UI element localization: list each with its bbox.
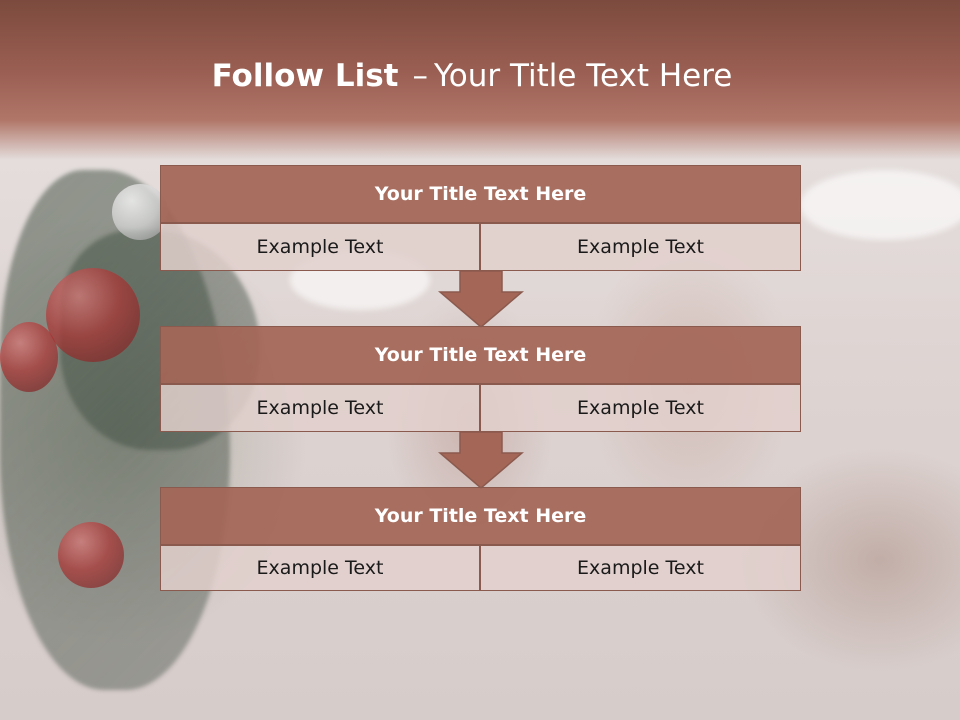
step-heading: Your Title Text Here xyxy=(160,487,801,545)
step-heading: Your Title Text Here xyxy=(160,165,801,223)
step-block: Your Title Text Here Example Text Exampl… xyxy=(160,165,801,271)
step-cell-left: Example Text xyxy=(160,223,480,271)
step-cell-right: Example Text xyxy=(480,545,801,591)
step-cell-left: Example Text xyxy=(160,384,480,432)
slide-title: Follow List–Your Title Text Here xyxy=(0,56,944,96)
down-arrow-icon xyxy=(438,431,524,489)
step-block: Your Title Text Here Example Text Exampl… xyxy=(160,326,801,432)
red-ornament xyxy=(0,322,58,392)
santa-hat-fur xyxy=(800,170,960,240)
step-cell-right: Example Text xyxy=(480,384,801,432)
slide-title-rest: Your Title Text Here xyxy=(433,58,733,94)
down-arrow-icon xyxy=(438,270,524,328)
step-cell-right: Example Text xyxy=(480,223,801,271)
red-ornament xyxy=(46,268,140,362)
slide-title-separator: – xyxy=(412,58,428,94)
header-band xyxy=(0,0,960,160)
silver-ornament xyxy=(112,184,168,240)
slide-title-bold: Follow List xyxy=(211,58,399,94)
step-heading: Your Title Text Here xyxy=(160,326,801,384)
step-cell-left: Example Text xyxy=(160,545,480,591)
red-ornament xyxy=(58,522,124,588)
step-block: Your Title Text Here Example Text Exampl… xyxy=(160,487,801,593)
